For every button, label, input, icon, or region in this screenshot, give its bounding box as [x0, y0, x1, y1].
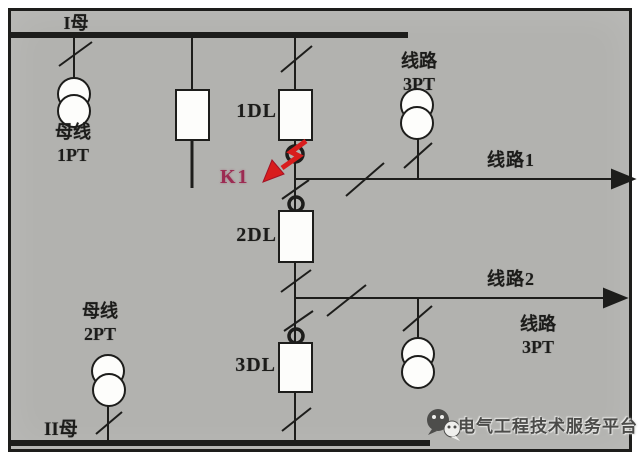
bus2-pt-label-line1: 母线	[82, 301, 118, 321]
line1-pt-label-line1: 线路	[401, 51, 437, 71]
bus1-pt-label-line1: 母线	[55, 122, 91, 142]
breaker-2dl-label: 2DL	[236, 224, 277, 246]
bus1-pt-branch	[57, 38, 93, 128]
disconnect-slash-icon	[403, 142, 433, 169]
pt-winding-icon	[400, 106, 434, 140]
bus2-pt-branch	[91, 354, 126, 440]
disconnect-slash-icon	[281, 407, 312, 432]
breaker-box-icon	[175, 89, 210, 141]
line2-pt-label: 线路 3PT	[520, 313, 556, 359]
pt-winding-icon	[57, 94, 91, 128]
feeder2-label: 线路2	[487, 269, 535, 289]
bus2-label: II母	[44, 419, 78, 440]
breaker-box-icon	[278, 342, 313, 393]
disconnect-slash-icon	[95, 411, 123, 435]
breaker-box-icon	[278, 89, 313, 141]
breaker-3dl-label: 3DL	[235, 354, 276, 376]
breaker-1dl-branch	[278, 38, 313, 179]
disconnect-slash-icon	[326, 284, 367, 317]
feeder1-line	[295, 88, 637, 197]
line2-pt-label-line2: 3PT	[521, 337, 554, 357]
line1-pt-label: 线路 3PT	[401, 50, 437, 96]
feeder1-label: 线路1	[487, 150, 535, 170]
bus2-pt-label-line2: 2PT	[83, 324, 116, 344]
disconnect-slash-icon	[283, 310, 314, 332]
arrowhead-icon	[611, 168, 637, 190]
breaker-3dl-branch	[278, 298, 314, 440]
disconnect-slash-icon	[281, 179, 310, 200]
spare-breaker-branch	[175, 38, 210, 188]
line2-pt-label-line1: 线路	[520, 314, 556, 334]
line1-pt-label-line2: 3PT	[402, 74, 435, 94]
disconnect-slash-icon	[402, 305, 433, 332]
bus1-label: I母	[63, 13, 89, 33]
bus1-pt-label: 母线 1PT	[55, 121, 91, 167]
fault-k1-label: K1	[220, 166, 250, 188]
pt-winding-icon	[401, 355, 435, 389]
pt-winding-icon	[92, 373, 126, 407]
disconnect-slash-icon	[280, 269, 312, 293]
feeder2-line	[295, 284, 629, 389]
bus2-pt-label: 母线 2PT	[82, 300, 118, 346]
wechat-logo-icon	[427, 409, 461, 441]
breaker-1dl-label: 1DL	[236, 100, 277, 122]
disconnect-slash-icon	[345, 162, 385, 197]
bus1-pt-label-line2: 1PT	[56, 145, 89, 165]
fault-arrow-icon	[262, 138, 308, 183]
breaker-box-icon	[278, 210, 314, 263]
arrowhead-icon	[603, 287, 629, 309]
watermark-text: 电气工程技术服务平台	[458, 417, 638, 436]
breaker-2dl-branch	[278, 179, 314, 298]
disconnect-slash-icon	[58, 41, 93, 67]
disconnect-slash-icon	[280, 45, 313, 73]
